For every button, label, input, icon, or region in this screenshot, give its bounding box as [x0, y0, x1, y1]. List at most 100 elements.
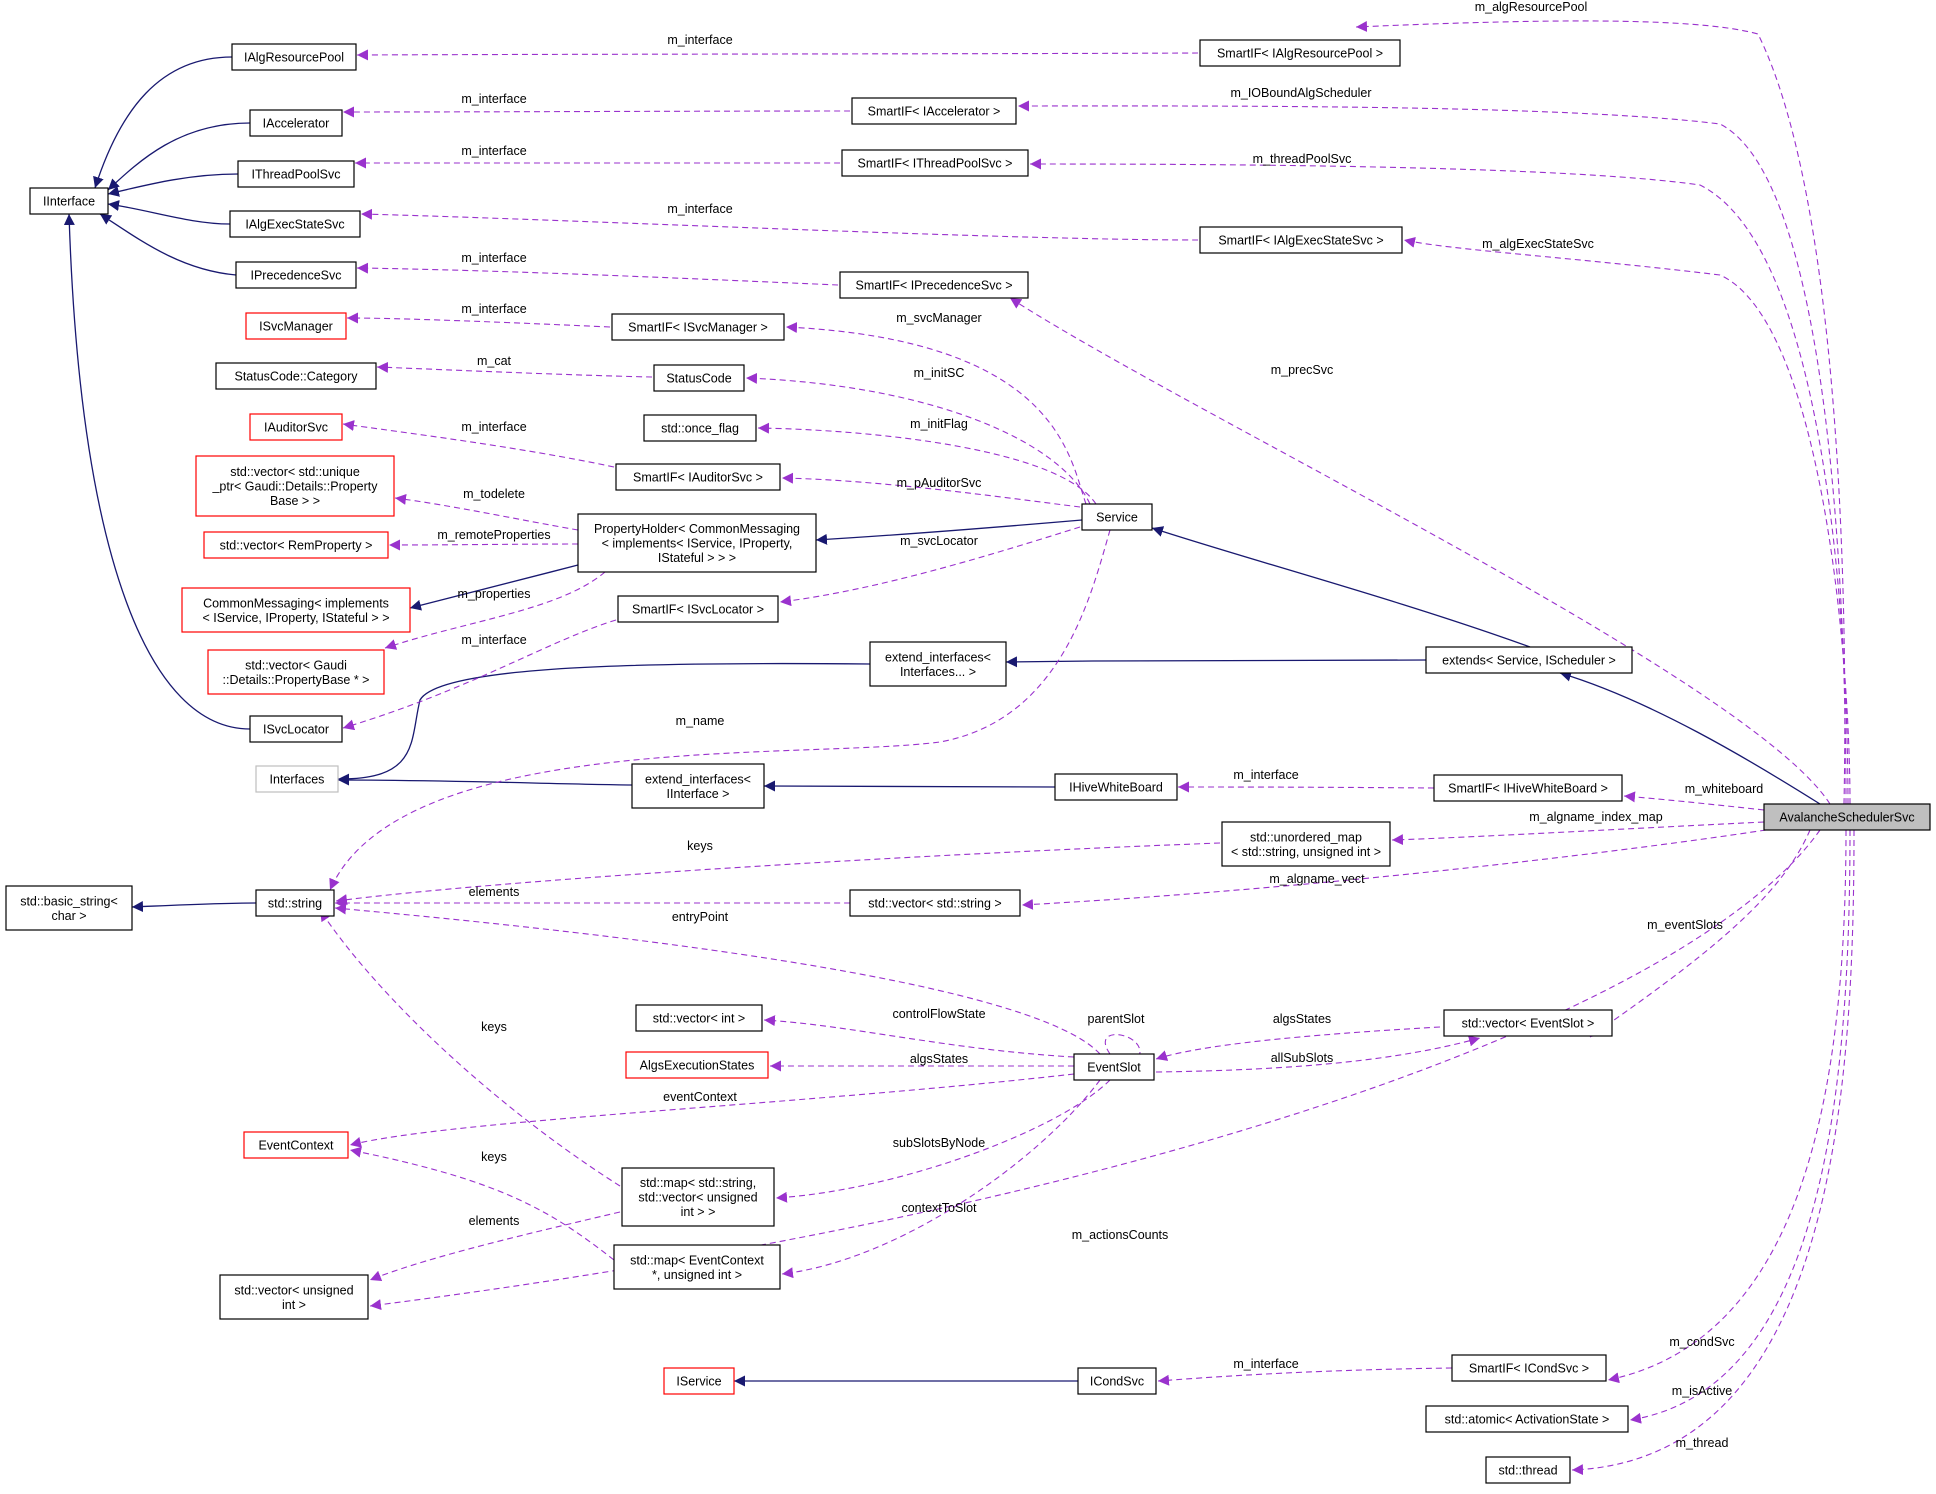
- node-label: < std::string, unsigned int >: [1231, 845, 1381, 859]
- node-label: EventSlot: [1087, 1061, 1141, 1075]
- inheritance-edge: [93, 56, 233, 189]
- class-node[interactable]: Interfaces: [255, 765, 339, 793]
- node-label: SmartIF< ISvcManager >: [628, 321, 768, 335]
- usage-edge: [394, 493, 579, 531]
- class-node[interactable]: ISvcLocator: [249, 715, 343, 743]
- class-node[interactable]: std::basic_string<char >: [5, 885, 133, 931]
- usage-edge: [1623, 791, 1765, 811]
- node-label: std::vector< unsigned: [638, 1191, 757, 1205]
- edge-label: m_interface: [667, 202, 732, 216]
- class-node[interactable]: SmartIF< IAccelerator >: [851, 97, 1017, 125]
- class-node[interactable]: SmartIF< ISvcLocator >: [617, 595, 779, 623]
- usage-edge: [1629, 829, 1851, 1424]
- edge-label: subSlotsByNode: [893, 1136, 985, 1150]
- class-node[interactable]: std::map< EventContext*, unsigned int >: [613, 1244, 781, 1290]
- class-node[interactable]: ICondSvc: [1077, 1367, 1157, 1395]
- node-label: char >: [51, 909, 86, 923]
- node-label: IService: [676, 1375, 721, 1389]
- class-node[interactable]: Service: [1081, 503, 1153, 531]
- class-node[interactable]: extend_interfaces<Interfaces... >: [869, 641, 1007, 687]
- edge-label: m_whiteboard: [1685, 782, 1764, 796]
- class-node[interactable]: std::once_flag: [643, 414, 757, 442]
- edge-label: m_initFlag: [910, 417, 968, 431]
- class-node[interactable]: SmartIF< IPrecedenceSvc >: [839, 271, 1029, 299]
- class-node[interactable]: CommonMessaging< implements< IService, I…: [181, 587, 411, 633]
- class-node[interactable]: IAlgExecStateSvc: [229, 210, 361, 238]
- class-node[interactable]: std::vector< EventSlot >: [1443, 1009, 1613, 1037]
- node-label: std::unordered_map: [1250, 830, 1362, 844]
- class-node[interactable]: std::map< std::string,std::vector< unsig…: [621, 1167, 775, 1227]
- node-label: std::vector< unsigned: [234, 1283, 353, 1297]
- class-node[interactable]: StatusCode::Category: [215, 362, 377, 390]
- edge-label: m_threadPoolSvc: [1253, 152, 1352, 166]
- class-node[interactable]: StatusCode: [653, 364, 745, 392]
- class-node[interactable]: std::vector< Gaudi::Details::PropertyBas…: [207, 649, 385, 695]
- node-box: [841, 149, 1029, 177]
- usage-edge: [342, 106, 851, 118]
- class-node[interactable]: ISvcManager: [245, 312, 347, 340]
- class-node[interactable]: SmartIF< ISvcManager >: [611, 313, 785, 341]
- node-label: AvalancheSchedulerSvc: [1779, 811, 1914, 825]
- usage-edge: [1017, 100, 1847, 805]
- edge-label: m_precSvc: [1271, 363, 1334, 377]
- node-box: [1199, 39, 1401, 67]
- node-box: [1081, 503, 1153, 531]
- edge-label: m_interface: [461, 92, 526, 106]
- class-node[interactable]: IAlgResourcePool: [231, 43, 357, 71]
- class-node[interactable]: SmartIF< IAlgResourcePool >: [1199, 39, 1401, 67]
- class-node[interactable]: IService: [663, 1367, 735, 1395]
- class-node[interactable]: SmartIF< IAuditorSvc >: [615, 463, 781, 491]
- edge-label: allSubSlots: [1271, 1051, 1334, 1065]
- node-label: ::Details::PropertyBase * >: [223, 673, 370, 687]
- node-label: EventContext: [258, 1139, 334, 1153]
- node-box: [1451, 1354, 1607, 1382]
- edge-label: m_interface: [461, 420, 526, 434]
- class-node[interactable]: std::vector< RemProperty >: [203, 531, 389, 559]
- node-box: [1425, 646, 1633, 674]
- edge-label: m_cat: [477, 354, 512, 368]
- class-node[interactable]: SmartIF< ICondSvc >: [1451, 1354, 1607, 1382]
- class-node[interactable]: std::vector< std::string >: [849, 889, 1021, 917]
- class-node[interactable]: IAccelerator: [249, 109, 343, 137]
- class-node[interactable]: IThreadPoolSvc: [237, 160, 355, 188]
- class-node[interactable]: extends< Service, IScheduler >: [1425, 646, 1633, 674]
- class-node[interactable]: IInterface: [29, 187, 109, 215]
- node-box: [1054, 773, 1178, 801]
- usage-edge: [384, 571, 606, 650]
- node-box: [255, 889, 335, 917]
- class-node[interactable]: std::string: [255, 889, 335, 917]
- class-node[interactable]: IHiveWhiteBoard: [1054, 773, 1178, 801]
- class-node[interactable]: std::thread: [1485, 1456, 1571, 1484]
- class-node[interactable]: SmartIF< IAlgExecStateSvc >: [1199, 226, 1403, 254]
- usage-edge: [1021, 829, 1767, 910]
- edge-label: m_condSvc: [1669, 1335, 1734, 1349]
- inheritance-edge: [107, 122, 251, 191]
- class-node[interactable]: extend_interfaces<IInterface >: [631, 763, 765, 809]
- usage-edge: [1607, 829, 1847, 1384]
- node-label: SmartIF< IAlgResourcePool >: [1217, 47, 1383, 61]
- edge-label: m_algname_index_map: [1529, 810, 1662, 824]
- node-box: [1763, 803, 1931, 831]
- node-label: extend_interfaces<: [645, 772, 751, 786]
- class-node[interactable]: std::vector< std::unique_ptr< Gaudi::Det…: [195, 455, 395, 517]
- node-box: [207, 649, 385, 695]
- node-box: [1199, 226, 1403, 254]
- class-node[interactable]: std::unordered_map< std::string, unsigne…: [1221, 821, 1391, 867]
- node-label: SmartIF< IAccelerator >: [868, 105, 1001, 119]
- class-node[interactable]: IPrecedenceSvc: [235, 261, 357, 289]
- class-node[interactable]: AvalancheSchedulerSvc: [1763, 803, 1931, 831]
- node-label: Service: [1096, 511, 1138, 525]
- class-node[interactable]: IAuditorSvc: [249, 413, 343, 441]
- class-node[interactable]: std::atomic< ActivationState >: [1425, 1405, 1629, 1433]
- class-node[interactable]: PropertyHolder< CommonMessaging< impleme…: [577, 513, 817, 573]
- usage-edge: [779, 526, 1081, 607]
- class-node[interactable]: EventContext: [243, 1131, 349, 1159]
- class-node[interactable]: SmartIF< IThreadPoolSvc >: [841, 149, 1029, 177]
- node-label: *, unsigned int >: [652, 1268, 742, 1282]
- edge-label: eventContext: [663, 1090, 737, 1104]
- class-node[interactable]: AlgsExecutionStates: [625, 1051, 769, 1079]
- class-node[interactable]: EventSlot: [1073, 1053, 1155, 1081]
- class-node[interactable]: std::vector< int >: [635, 1004, 763, 1032]
- class-node[interactable]: SmartIF< IHiveWhiteBoard >: [1433, 774, 1623, 802]
